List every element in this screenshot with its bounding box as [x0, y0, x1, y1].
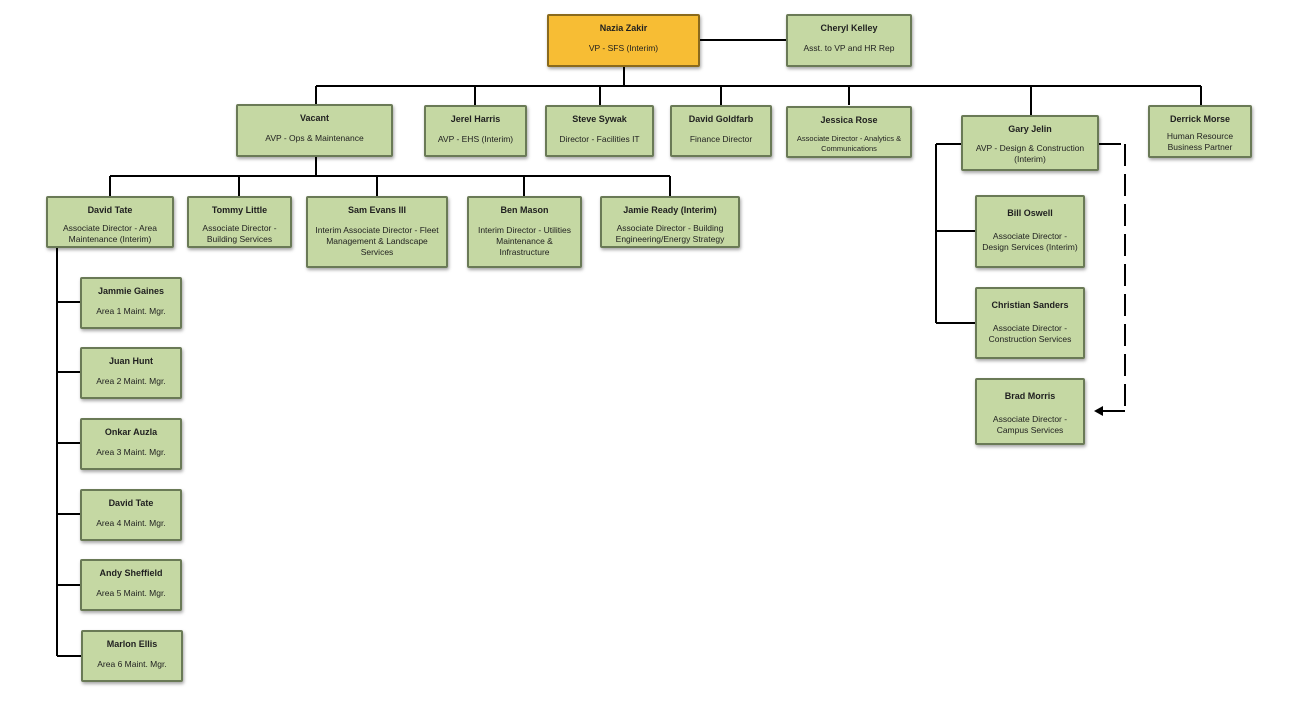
node-area-6[interactable]: Marlon Ellis Area 6 Maint. Mgr.	[81, 630, 183, 682]
node-title: Human Resource Business Partner	[1166, 131, 1234, 152]
node-name: Derrick Morse	[1169, 114, 1231, 124]
node-name: Onkar Auzla	[104, 427, 158, 437]
node-derrick-morse[interactable]: Derrick Morse Human Resource Business Pa…	[1148, 105, 1252, 158]
node-title: Associate Director - Design Services (In…	[982, 231, 1078, 252]
node-gary-jelin[interactable]: Gary Jelin AVP - Design & Construction (…	[961, 115, 1099, 171]
node-brad-morris[interactable]: Brad Morris Associate Director - Campus …	[975, 378, 1085, 445]
node-title: Area 4 Maint. Mgr.	[96, 518, 166, 528]
node-title: Area 1 Maint. Mgr.	[96, 306, 166, 316]
node-root[interactable]: Nazia Zakir VP - SFS (Interim)	[547, 14, 700, 67]
node-name: David Tate	[87, 205, 133, 215]
node-title: Area 2 Maint. Mgr.	[96, 376, 166, 386]
node-christian-sanders[interactable]: Christian Sanders Associate Director - C…	[975, 287, 1085, 359]
node-title: VP - SFS (Interim)	[588, 43, 659, 53]
node-title: Associate Director - Construction Servic…	[988, 323, 1072, 344]
node-name: Bill Oswell	[1007, 208, 1053, 218]
node-title: Asst. to VP and HR Rep	[803, 43, 895, 53]
node-title: AVP - EHS (Interim)	[437, 134, 514, 144]
node-title: Associate Director - Area Maintenance (I…	[62, 223, 157, 244]
node-title: AVP - Ops & Maintenance	[265, 133, 364, 143]
node-name: Jammie Gaines	[97, 286, 165, 296]
node-area-4[interactable]: David Tate Area 4 Maint. Mgr.	[80, 489, 182, 541]
node-name: David Goldfarb	[688, 114, 754, 124]
node-name: Jessica Rose	[820, 115, 878, 125]
node-name: Andy Sheffield	[99, 568, 163, 578]
node-david-tate-area[interactable]: David Tate Associate Director - Area Mai…	[46, 196, 174, 248]
node-jamie-ready[interactable]: Jamie Ready (Interim) Associate Director…	[600, 196, 740, 248]
node-name: Jamie Ready (Interim)	[623, 205, 717, 215]
node-area-1[interactable]: Jammie Gaines Area 1 Maint. Mgr.	[80, 277, 182, 329]
node-title: Area 5 Maint. Mgr.	[96, 588, 166, 598]
node-tommy-little[interactable]: Tommy Little Associate Director - Buildi…	[187, 196, 292, 248]
node-name: Cheryl Kelley	[820, 23, 878, 33]
node-title: Area 6 Maint. Mgr.	[97, 659, 167, 669]
node-name: Sam Evans III	[347, 205, 407, 215]
node-assistant[interactable]: Cheryl Kelley Asst. to VP and HR Rep	[786, 14, 912, 67]
node-name: Christian Sanders	[991, 300, 1069, 310]
node-title: Interim Director - Utilities Maintenance…	[477, 225, 572, 257]
node-area-2[interactable]: Juan Hunt Area 2 Maint. Mgr.	[80, 347, 182, 399]
node-title: Associate Director - Campus Services	[992, 414, 1068, 435]
node-name: Vacant	[299, 113, 330, 123]
node-title: Director - Facilities IT	[559, 134, 640, 144]
node-name: David Tate	[108, 498, 154, 508]
node-area-3[interactable]: Onkar Auzla Area 3 Maint. Mgr.	[80, 418, 182, 470]
node-name: Brad Morris	[1004, 391, 1056, 401]
node-title: Interim Associate Director - Fleet Manag…	[315, 225, 439, 257]
node-title: Associate Director - Building Services	[202, 223, 277, 244]
node-name: Tommy Little	[211, 205, 268, 215]
node-title: Finance Director	[689, 134, 753, 144]
node-name: Steve Sywak	[572, 114, 627, 124]
node-sam-evans[interactable]: Sam Evans III Interim Associate Director…	[306, 196, 448, 268]
node-area-5[interactable]: Andy Sheffield Area 5 Maint. Mgr.	[80, 559, 182, 611]
node-name: Marlon Ellis	[106, 639, 158, 649]
node-name: Ben Mason	[500, 205, 549, 215]
node-bill-oswell[interactable]: Bill Oswell Associate Director - Design …	[975, 195, 1085, 268]
node-title: Associate Director - Analytics & Communi…	[796, 134, 902, 153]
node-vacant[interactable]: Vacant AVP - Ops & Maintenance	[236, 104, 393, 157]
node-ben-mason[interactable]: Ben Mason Interim Director - Utilities M…	[467, 196, 582, 268]
node-name: Nazia Zakir	[599, 23, 648, 33]
node-jerel-harris[interactable]: Jerel Harris AVP - EHS (Interim)	[424, 105, 527, 157]
node-title: Associate Director - Building Engineerin…	[615, 223, 725, 244]
node-steve-sywak[interactable]: Steve Sywak Director - Facilities IT	[545, 105, 654, 157]
node-title: Area 3 Maint. Mgr.	[96, 447, 166, 457]
node-jessica-rose[interactable]: Jessica Rose Associate Director - Analyt…	[786, 106, 912, 158]
node-name: Jerel Harris	[450, 114, 501, 124]
node-title: AVP - Design & Construction (Interim)	[975, 143, 1085, 164]
node-david-goldfarb[interactable]: David Goldfarb Finance Director	[670, 105, 772, 157]
node-name: Juan Hunt	[109, 356, 153, 366]
node-name: Gary Jelin	[1008, 124, 1052, 134]
